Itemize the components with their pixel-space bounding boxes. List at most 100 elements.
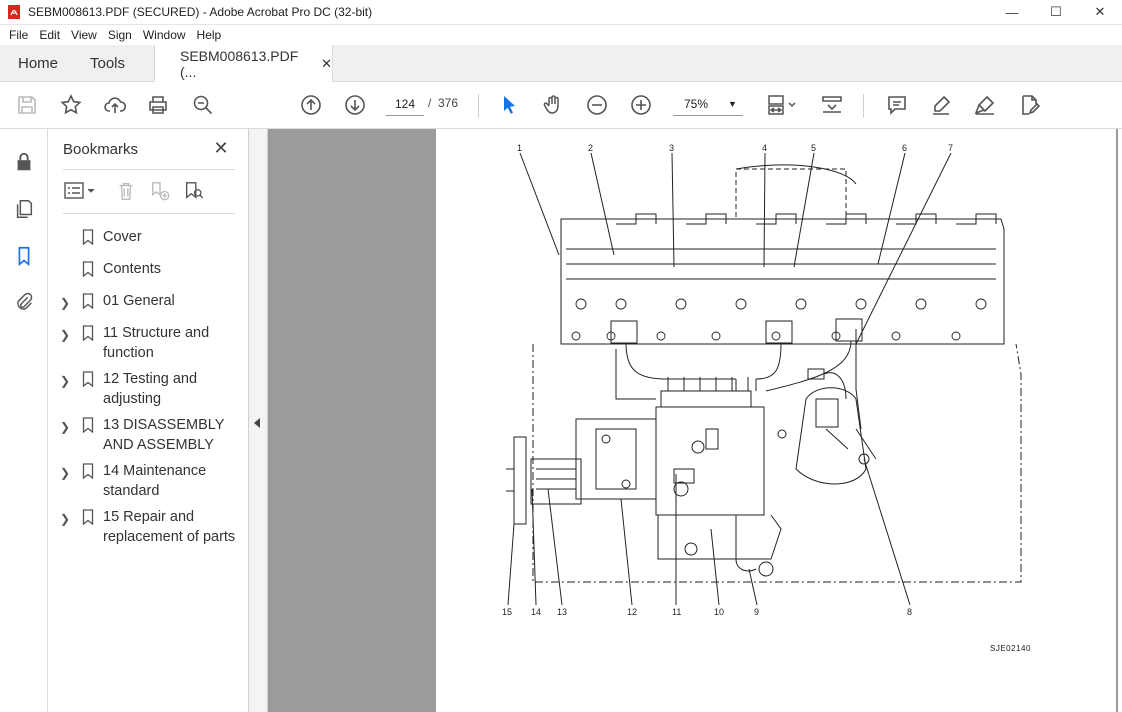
callout-8: 8 bbox=[907, 607, 913, 617]
bookmark-label: 13 DISASSEMBLY AND ASSEMBLY bbox=[103, 417, 225, 453]
edit-document-icon[interactable] bbox=[1016, 92, 1042, 118]
tab-close-icon[interactable]: ✕ bbox=[321, 55, 332, 71]
bookmarks-title: Bookmarks bbox=[63, 141, 139, 158]
document-viewport[interactable]: 1 2 3 4 5 6 7 8 9 10 11 12 13 14 15 SJE0… bbox=[268, 129, 1122, 712]
callout-6: 6 bbox=[902, 143, 908, 153]
save-icon[interactable] bbox=[14, 92, 40, 118]
panel-divider bbox=[63, 169, 235, 170]
bookmark-icon[interactable] bbox=[11, 243, 37, 269]
menu-sign[interactable]: Sign bbox=[107, 27, 132, 42]
maximize-button[interactable]: ☐ bbox=[1050, 4, 1062, 19]
bookmark-icon bbox=[82, 261, 94, 277]
tab-tools[interactable]: Tools bbox=[90, 54, 126, 72]
bookmark-label: 15 Repair and replacement of parts bbox=[103, 509, 236, 545]
toolbar-divider bbox=[863, 94, 864, 118]
figure-code: SJE02140 bbox=[990, 644, 1031, 653]
bookmark-icon bbox=[82, 293, 94, 309]
select-cursor-icon[interactable] bbox=[496, 92, 522, 118]
callout-7: 7 bbox=[948, 143, 954, 153]
bookmark-icon bbox=[82, 417, 94, 433]
left-rail bbox=[0, 129, 48, 712]
menu-help[interactable]: Help bbox=[196, 27, 222, 42]
page-separator: / bbox=[428, 96, 432, 110]
callout-5: 5 bbox=[811, 143, 817, 153]
star-icon[interactable] bbox=[58, 92, 84, 118]
chevron-right-icon[interactable]: ❯ bbox=[60, 420, 71, 434]
callout-11: 11 bbox=[672, 607, 682, 617]
bookmark-icon bbox=[82, 229, 94, 245]
bookmark-options-icon[interactable] bbox=[63, 179, 99, 203]
panel-collapse-handle[interactable] bbox=[249, 129, 268, 712]
bookmarks-panel: Bookmarks ✕ Cover Contents ❯ 01 General … bbox=[48, 129, 249, 712]
fit-page-icon[interactable] bbox=[763, 92, 799, 118]
chevron-left-icon bbox=[254, 418, 260, 428]
menu-bar: File Edit View Sign Window Help bbox=[0, 24, 1122, 45]
tab-bar: Home Tools SEBM008613.PDF (... ✕ bbox=[0, 45, 1122, 82]
bookmark-label: 11 Structure and function bbox=[103, 325, 210, 361]
callout-12: 12 bbox=[627, 607, 638, 617]
callout-2: 2 bbox=[588, 143, 594, 153]
bookmark-label: 12 Testing and adjusting bbox=[103, 371, 198, 407]
menu-file[interactable]: File bbox=[9, 27, 29, 42]
minimize-button[interactable]: — bbox=[1005, 4, 1019, 20]
callout-14: 14 bbox=[531, 607, 542, 617]
menu-view[interactable]: View bbox=[71, 27, 97, 42]
zoom-select[interactable]: 75% ▼ bbox=[673, 93, 743, 116]
upload-cloud-icon[interactable] bbox=[102, 92, 128, 118]
comment-icon[interactable] bbox=[884, 92, 910, 118]
previous-page-icon[interactable] bbox=[298, 92, 324, 118]
bookmark-label: 01 General bbox=[103, 293, 175, 309]
attachment-icon[interactable] bbox=[11, 289, 37, 315]
callout-9: 9 bbox=[754, 607, 760, 617]
print-icon[interactable] bbox=[145, 92, 171, 118]
chevron-right-icon[interactable]: ❯ bbox=[60, 296, 71, 310]
lock-icon[interactable] bbox=[11, 149, 37, 175]
chevron-right-icon[interactable]: ❯ bbox=[60, 466, 71, 480]
hand-tool-icon[interactable] bbox=[540, 92, 566, 118]
acrobat-app-icon bbox=[8, 5, 20, 19]
bookmark-icon bbox=[82, 509, 94, 525]
zoom-out-icon[interactable] bbox=[584, 92, 610, 118]
callout-13: 13 bbox=[557, 607, 568, 617]
search-zoom-icon[interactable] bbox=[190, 92, 216, 118]
delete-bookmark-icon[interactable] bbox=[114, 179, 138, 203]
tab-home[interactable]: Home bbox=[18, 54, 59, 72]
next-page-icon[interactable] bbox=[342, 92, 368, 118]
chevron-down-icon: ▼ bbox=[728, 99, 737, 109]
zoom-value: 75% bbox=[684, 97, 709, 111]
scroll-mode-icon[interactable] bbox=[819, 92, 845, 118]
close-window-button[interactable]: ✕ bbox=[1094, 4, 1106, 19]
bookmark-label: Cover bbox=[103, 229, 142, 245]
window-title: SEBM008613.PDF (SECURED) - Adobe Acrobat… bbox=[28, 5, 373, 19]
close-panel-icon[interactable]: ✕ bbox=[213, 138, 229, 158]
tab-document[interactable]: SEBM008613.PDF (... ✕ bbox=[154, 45, 333, 82]
bookmark-label: 14 Maintenance standard bbox=[103, 463, 207, 499]
chevron-right-icon[interactable]: ❯ bbox=[60, 328, 71, 342]
callout-10: 10 bbox=[714, 607, 725, 617]
highlight-pen-icon[interactable] bbox=[928, 92, 954, 118]
toolbar-divider bbox=[478, 94, 479, 118]
panel-divider bbox=[63, 213, 235, 214]
callout-3: 3 bbox=[669, 143, 675, 153]
zoom-in-icon[interactable] bbox=[628, 92, 654, 118]
menu-edit[interactable]: Edit bbox=[39, 27, 61, 42]
toolbar: 124 / 376 75% ▼ bbox=[0, 82, 1122, 129]
sign-pen-icon[interactable] bbox=[972, 92, 998, 118]
bookmark-icon bbox=[82, 325, 94, 341]
callout-1: 1 bbox=[517, 143, 523, 153]
bookmark-icon bbox=[82, 371, 94, 387]
bookmark-label: Contents bbox=[103, 261, 162, 277]
pdf-page: 1 2 3 4 5 6 7 8 9 10 11 12 13 14 15 SJE0… bbox=[436, 129, 1116, 712]
new-bookmark-icon[interactable] bbox=[147, 179, 173, 203]
window-right-border bbox=[1118, 129, 1122, 712]
chevron-right-icon[interactable]: ❯ bbox=[60, 512, 71, 526]
pages-icon[interactable] bbox=[11, 196, 37, 222]
menu-window[interactable]: Window bbox=[142, 27, 186, 42]
find-bookmark-icon[interactable] bbox=[181, 179, 207, 203]
chevron-right-icon[interactable]: ❯ bbox=[60, 374, 71, 388]
bookmark-icon bbox=[82, 463, 94, 479]
engine-fuel-system-drawing bbox=[506, 152, 1022, 606]
page-number-input[interactable]: 124 bbox=[386, 93, 424, 116]
callout-15: 15 bbox=[502, 607, 513, 617]
page-total: 376 bbox=[438, 96, 459, 110]
